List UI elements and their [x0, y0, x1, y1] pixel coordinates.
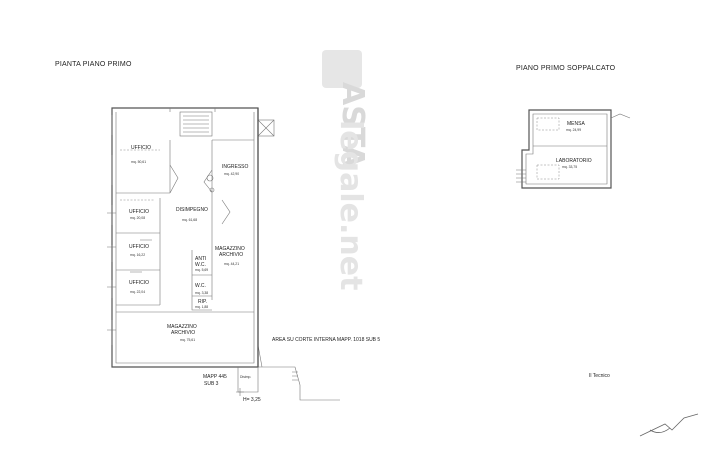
area-rip: mq. 1,88: [195, 305, 208, 309]
inner-wall-line: [115, 112, 255, 364]
shaft-cross: [257, 119, 275, 137]
watermark-brand: ASTA: [335, 82, 370, 169]
courtyard-steps: [292, 371, 298, 381]
partition-wc-split: [192, 274, 212, 297]
area-ufficio-1: mq. 50,61: [131, 160, 146, 164]
label-tecnico: Il Tecnico: [589, 373, 610, 379]
room-ingresso: INGRESSO: [222, 164, 249, 170]
area-magazzino-1: mq. 44,21: [224, 262, 239, 266]
mezzanine-annex: [610, 113, 631, 119]
stair-block: [179, 111, 213, 137]
area-ufficio-2: mq. 20,08: [130, 216, 145, 220]
partition-offices: [116, 232, 160, 306]
mezzanine-stairs: [516, 169, 526, 183]
mezzanine-outer-wall: [521, 109, 612, 189]
level-marker-icon: [236, 388, 244, 396]
area-wc: mq. 3,38: [195, 291, 208, 295]
label-height: H= 3,25: [243, 397, 261, 403]
label-mapp-445: MAPP 445: [203, 374, 227, 380]
area-magazzino-2: mq. 75,61: [180, 338, 195, 342]
room-magazzino-2-line2: ARCHIVIO: [171, 330, 195, 336]
mezzanine-title: PIANO PRIMO SOPPALCATO: [516, 65, 616, 72]
door-ticks-inner: [130, 239, 152, 273]
signature-icon: [639, 413, 699, 437]
room-rip: RIP.: [198, 299, 207, 305]
area-laboratorio: mq. 33,75: [562, 165, 577, 169]
room-laboratorio: LABORATORIO: [556, 158, 592, 164]
label-sub-3: SUB 3: [204, 381, 219, 387]
room-anti-wc-line2: W.C.: [195, 262, 206, 268]
courtyard-outline: [299, 385, 340, 401]
room-magazzino-2: MAGAZZINO: [167, 324, 197, 330]
room-disimpegno: DISIMPEGNO: [176, 207, 208, 213]
label-area-corte: AREA SU CORTE INTERNA MAPP. 1018 SUB 5: [272, 337, 380, 343]
room-magazzino-1-line2: ARCHIVIO: [219, 252, 243, 258]
column-icon: [206, 174, 214, 182]
door-ticks: [107, 212, 116, 331]
wall-notch: [169, 108, 216, 112]
angled-wall: [169, 164, 213, 194]
angled-wall-2: [221, 199, 231, 225]
partition-ingresso: [211, 139, 254, 300]
area-ingresso: mq. 42,90: [224, 172, 239, 176]
mezzanine-dash-box-2: [536, 164, 560, 180]
area-anti-wc: mq. 5,69: [195, 268, 208, 272]
room-magazzino-1: MAGAZZINO: [215, 246, 245, 252]
room-anti-wc: ANTI: [195, 256, 206, 262]
area-ufficio-4: mq. 22,04: [130, 290, 145, 294]
mezzanine-plan: MENSA mq. 24,99 LABORATORIO mq. 33,75: [516, 109, 631, 189]
watermark-logo-icon: [322, 50, 362, 88]
first-floor-title: PIANTA PIANO PRIMO: [55, 61, 132, 68]
label-disimp: Disimp.: [240, 375, 251, 379]
mezzanine-inner-wall: [525, 113, 608, 185]
dash-lines: [120, 149, 160, 201]
area-ufficio-3: mq. 16,22: [130, 253, 145, 257]
stair-steps: [183, 115, 209, 133]
first-floor-plan: UFFICIO mq. 50,61 INGRESSO mq. 42,90 DIS…: [107, 107, 380, 403]
annex-wall: [237, 367, 259, 393]
area-mensa: mq. 24,99: [566, 128, 581, 132]
room-ufficio-4: UFFICIO: [129, 280, 149, 286]
column-icon: [209, 187, 215, 193]
partition-wc: [191, 250, 212, 311]
partition-ufficio-1: [116, 140, 171, 194]
room-ufficio-1: UFFICIO: [131, 145, 151, 151]
room-ufficio-2: UFFICIO: [129, 209, 149, 215]
watermark: ASTA legale.net: [322, 50, 370, 290]
watermark-suffix: legale.net: [333, 120, 368, 290]
mezzanine-dash-box: [536, 117, 560, 131]
room-wc: W.C.: [195, 283, 206, 289]
room-mensa: MENSA: [567, 121, 585, 127]
room-ufficio-3: UFFICIO: [129, 244, 149, 250]
annex-lines: [257, 344, 301, 386]
area-disimpegno: mq. 61,68: [182, 218, 197, 222]
